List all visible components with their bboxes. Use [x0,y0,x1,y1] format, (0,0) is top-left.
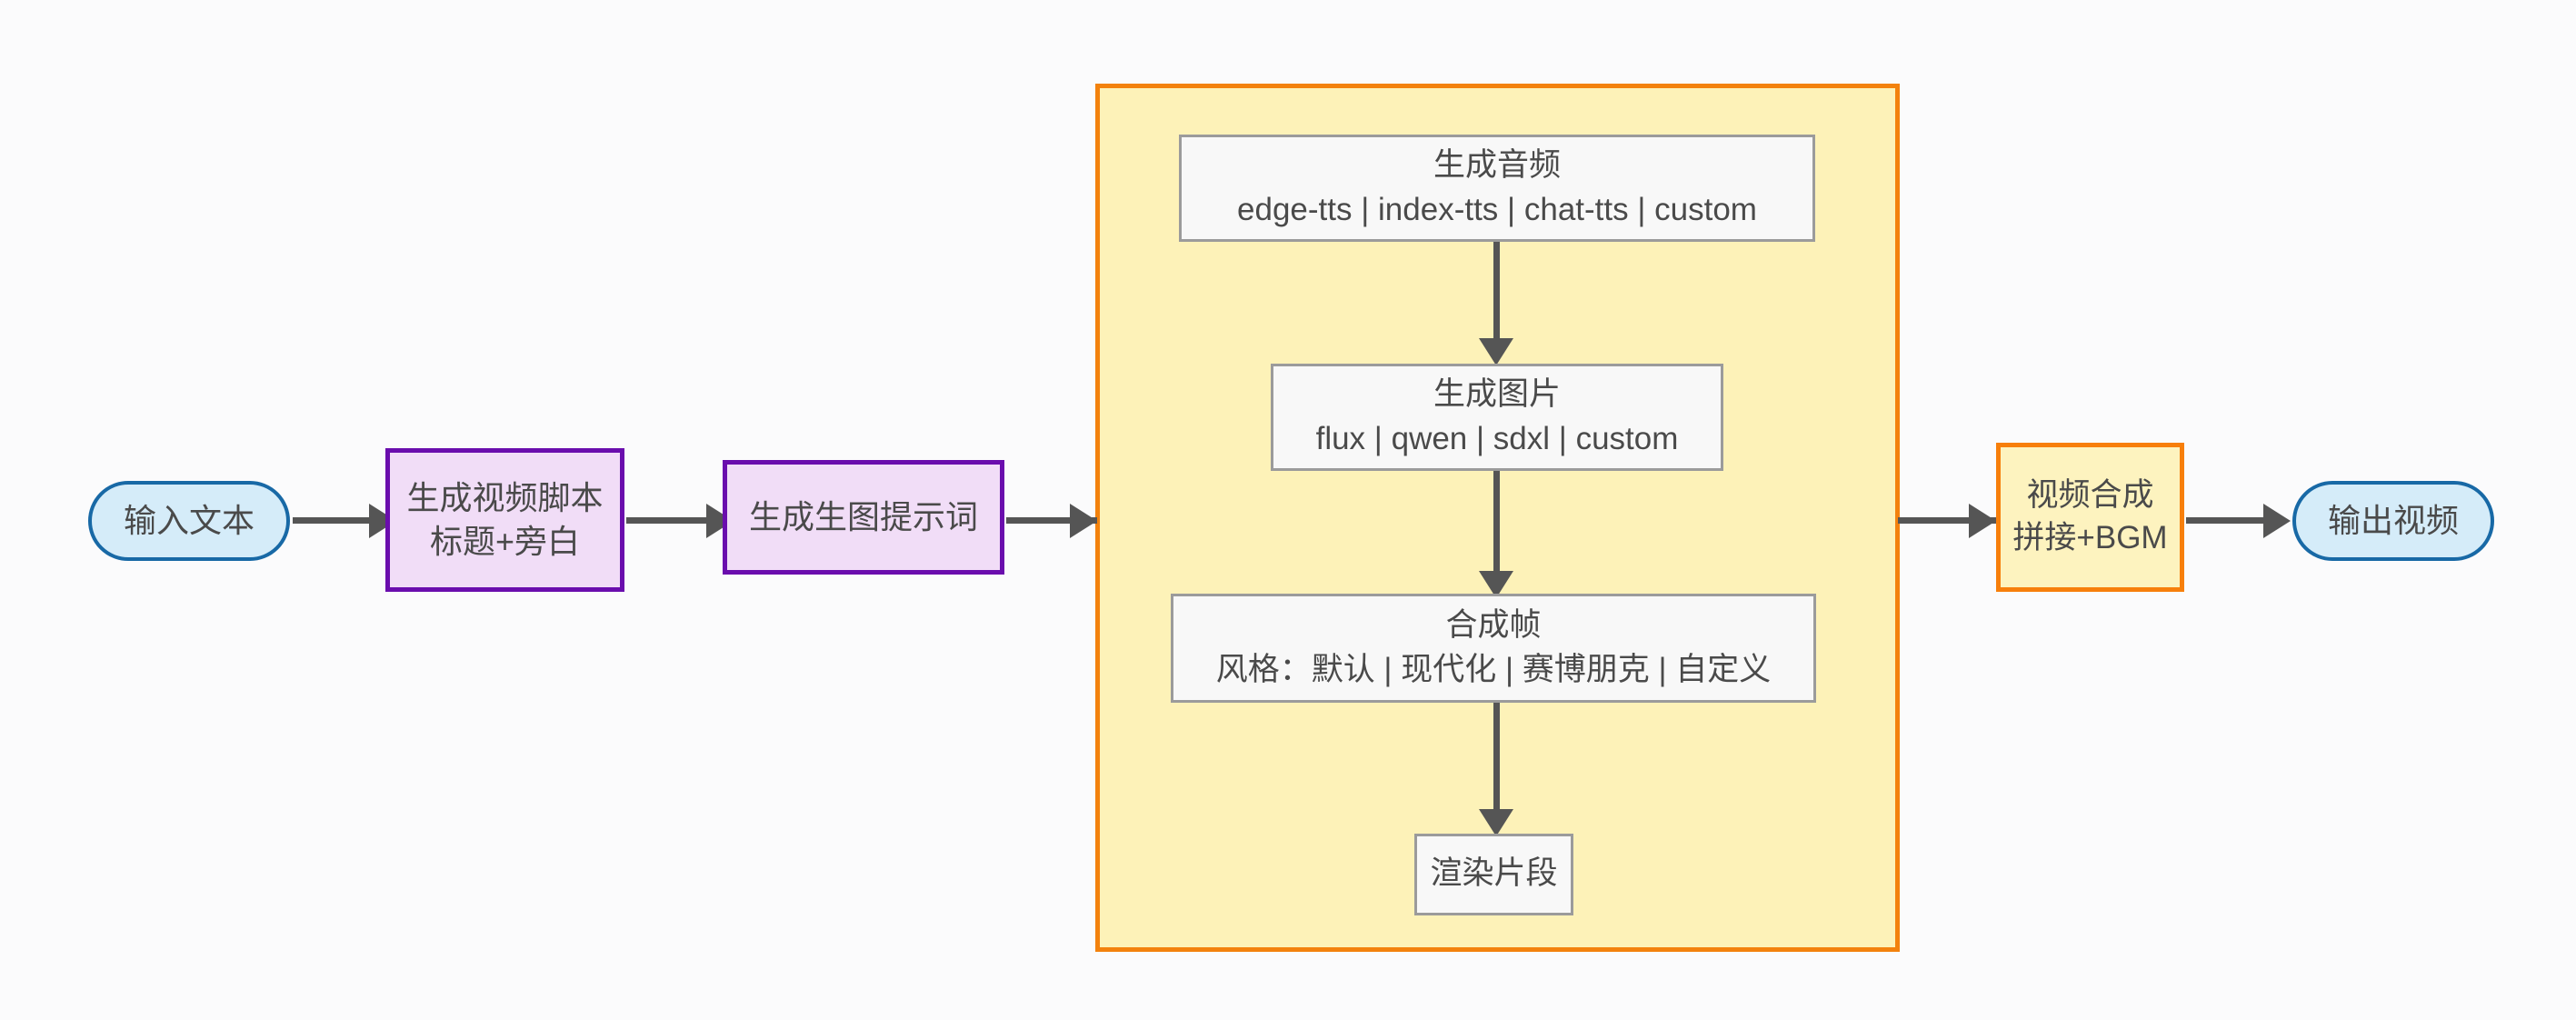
node-input-text-label: 输入文本 [123,501,255,539]
node-video-merge-line1: 视频合成 [2026,477,2154,514]
node-generate-script[interactable]: 生成视频脚本 标题+旁白 [385,448,624,592]
node-render-clip[interactable]: 渲染片段 [1414,834,1573,915]
arrowhead-frame-to-render [1479,809,1513,836]
edge-audio-to-image [1493,242,1500,345]
node-compose-frame-line1: 合成帧 [1445,607,1542,644]
edge-prompt-to-subgraph [1006,517,1097,524]
edge-script-to-prompt [626,517,708,524]
node-generate-image-line1: 生成图片 [1433,376,1561,413]
node-generate-image-line2: flux | qwen | sdxl | custom [1315,421,1679,456]
node-generate-audio[interactable]: 生成音频 edge-tts | index-tts | chat-tts | c… [1179,135,1815,242]
node-output-video[interactable]: 输出视频 [2292,481,2494,561]
edge-merge-to-output [2186,517,2281,524]
edge-subgraph-to-merge [1898,517,1998,524]
node-generate-script-line1: 生成视频脚本 [406,478,604,516]
edge-image-to-frame [1493,471,1500,580]
node-output-video-label: 输出视频 [2327,501,2459,539]
node-input-text[interactable]: 输入文本 [88,481,290,561]
node-generate-audio-line2: edge-tts | index-tts | chat-tts | custom [1237,192,1757,227]
node-generate-image[interactable]: 生成图片 flux | qwen | sdxl | custom [1271,364,1723,471]
node-generate-script-line2: 标题+旁白 [429,523,581,560]
arrowhead-audio-to-image [1479,338,1513,365]
node-render-clip-label: 渲染片段 [1430,855,1558,891]
node-compose-frame[interactable]: 合成帧 风格：默认 | 现代化 | 赛博朋克 | 自定义 [1171,594,1816,703]
node-compose-frame-line2: 风格：默认 | 现代化 | 赛博朋克 | 自定义 [1215,652,1772,687]
node-video-merge[interactable]: 视频合成 拼接+BGM [1996,443,2184,592]
node-generate-audio-line1: 生成音频 [1433,147,1561,184]
edge-frame-to-render [1493,703,1500,817]
arrowhead-prompt-to-subgraph [1070,504,1097,538]
node-generate-prompt-label: 生成生图提示词 [748,497,978,535]
arrowhead-merge-to-output [2263,504,2291,538]
arrowhead-subgraph-to-merge [1969,504,1996,538]
node-video-merge-line2: 拼接+BGM [2012,520,2168,555]
node-generate-prompt[interactable]: 生成生图提示词 [723,460,1004,575]
edge-input-to-script [293,517,371,524]
